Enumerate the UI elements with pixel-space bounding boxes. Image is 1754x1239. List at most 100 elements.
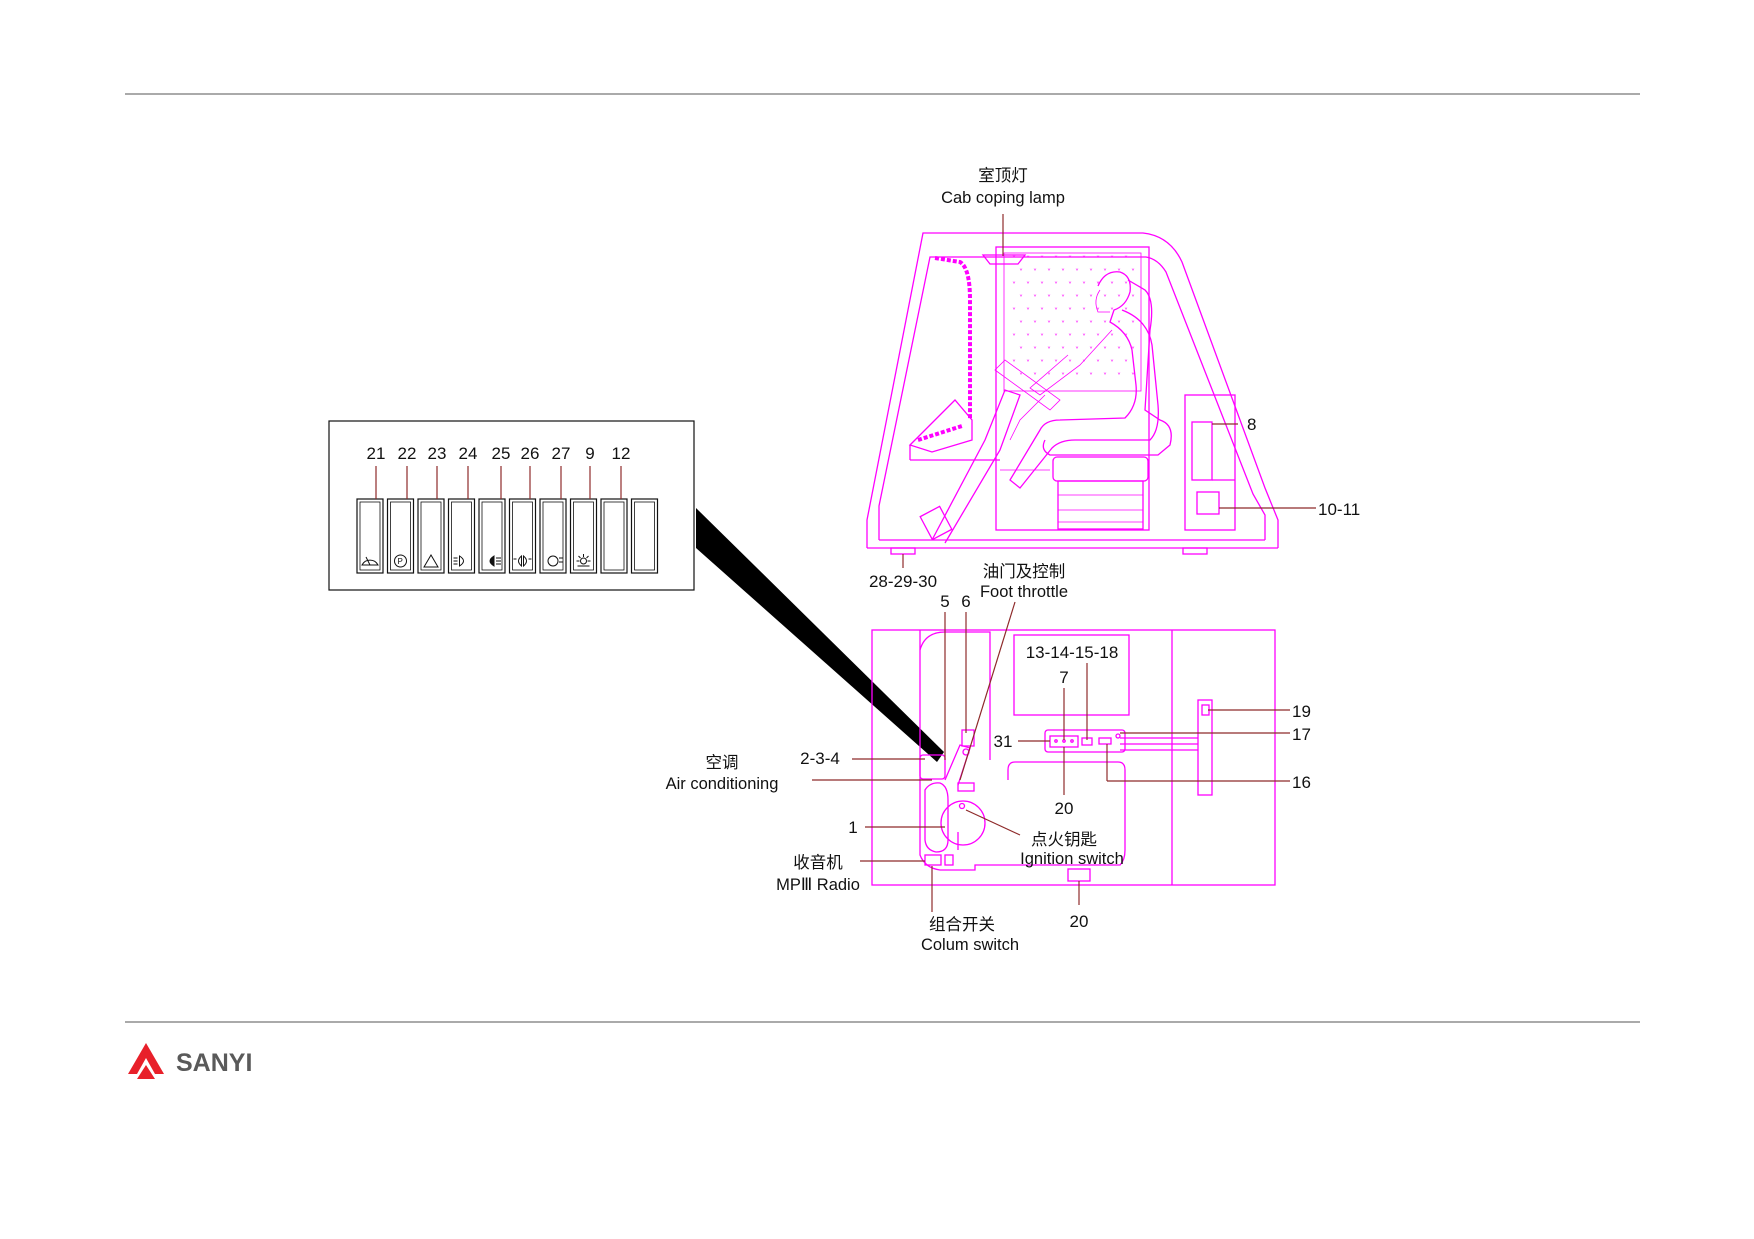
seat-dot: ˅ bbox=[1089, 346, 1093, 355]
seat-dot: ˅ bbox=[1103, 346, 1107, 355]
seat-dot: ˅ bbox=[1019, 346, 1023, 355]
ignition-cn: 点火钥匙 bbox=[1031, 830, 1097, 849]
foot-throttle-en: Foot throttle bbox=[980, 583, 1068, 601]
seat-dot: ˅ bbox=[1082, 307, 1086, 316]
label-13-14-15-18: 13-14-15-18 bbox=[1026, 643, 1119, 662]
label-1: 1 bbox=[848, 818, 857, 837]
seat-dot: ˅ bbox=[1054, 281, 1058, 290]
seat-dot: ˅ bbox=[1054, 307, 1058, 316]
seat-dot: ˅ bbox=[1103, 320, 1107, 329]
label-6: 6 bbox=[961, 592, 970, 611]
seat-dot: ˅ bbox=[1019, 372, 1023, 381]
seat-dot: ˅ bbox=[1012, 333, 1016, 342]
seat-dot: ˅ bbox=[1047, 294, 1051, 303]
switch-slot bbox=[417, 498, 445, 574]
seat-dot: ˅ bbox=[1019, 294, 1023, 303]
seat-dot: ˅ bbox=[1124, 359, 1128, 368]
label-16: 16 bbox=[1292, 773, 1311, 792]
headlamp-icon bbox=[453, 555, 464, 567]
seat-dot: ˅ bbox=[1110, 307, 1114, 316]
label-7: 7 bbox=[1059, 668, 1068, 687]
switch-number: 21 bbox=[367, 444, 386, 463]
seat-dot: ˅ bbox=[1026, 307, 1030, 316]
seat-dot: ˅ bbox=[1089, 372, 1093, 381]
seat-dot: ˅ bbox=[1075, 294, 1079, 303]
foot-throttle-cn: 油门及控制 bbox=[983, 562, 1066, 581]
seat-dot: ˅ bbox=[1026, 333, 1030, 342]
switch-slot bbox=[356, 498, 384, 574]
seat-dot: ˅ bbox=[1033, 294, 1037, 303]
seat-dot: ˅ bbox=[1068, 307, 1072, 316]
switch-number: 22 bbox=[398, 444, 417, 463]
seat-dot: ˅ bbox=[1019, 268, 1023, 277]
seat-dot: ˅ bbox=[1131, 320, 1135, 329]
seat-dot: ˅ bbox=[1124, 281, 1128, 290]
seat-dot: ˅ bbox=[1047, 346, 1051, 355]
seat-dot: ˅ bbox=[1068, 359, 1072, 368]
seat-dot: ˅ bbox=[1131, 268, 1135, 277]
switch-number: 9 bbox=[585, 444, 594, 463]
seat-dot: ˅ bbox=[1054, 255, 1058, 264]
seat-dot: ˅ bbox=[1089, 320, 1093, 329]
seat-dot: ˅ bbox=[1054, 359, 1058, 368]
seat-dot: ˅ bbox=[1040, 255, 1044, 264]
cab-top-view bbox=[812, 601, 1290, 912]
seat-dot: ˅ bbox=[1110, 333, 1114, 342]
seat-dot: ˅ bbox=[1047, 268, 1051, 277]
switch-slot bbox=[539, 498, 567, 574]
seat-dot: ˅ bbox=[1103, 294, 1107, 303]
switch-number: 23 bbox=[428, 444, 447, 463]
zoom-wedge bbox=[696, 508, 944, 762]
switch-slot bbox=[600, 498, 628, 574]
seat-dot: ˅ bbox=[1117, 346, 1121, 355]
seat-dot: ˅ bbox=[1040, 281, 1044, 290]
label-17: 17 bbox=[1292, 725, 1311, 744]
label-20-center: 20 bbox=[1055, 799, 1074, 818]
work-light-icon bbox=[576, 554, 591, 567]
label-5: 5 bbox=[940, 592, 949, 611]
seat-dot: ˅ bbox=[1040, 307, 1044, 316]
seat-dot: ˅ bbox=[1096, 333, 1100, 342]
seat-dot: ˅ bbox=[1110, 255, 1114, 264]
wiper-icon bbox=[361, 556, 379, 566]
sanyi-logo-mark bbox=[128, 1043, 164, 1079]
seat-dot: ˅ bbox=[1026, 359, 1030, 368]
air-conditioning-cn: 空调 bbox=[706, 753, 739, 772]
seat-dot: ˅ bbox=[1124, 333, 1128, 342]
seat-dot: ˅ bbox=[1096, 359, 1100, 368]
seat-dot: ˅ bbox=[1061, 346, 1065, 355]
seat-dot: ˅ bbox=[1103, 268, 1107, 277]
seat-dot: ˅ bbox=[1047, 320, 1051, 329]
seat-dot: ˅ bbox=[1124, 255, 1128, 264]
seat-dot: ˅ bbox=[1075, 268, 1079, 277]
switch-number: 27 bbox=[552, 444, 571, 463]
switch-slot bbox=[508, 498, 537, 574]
label-2-3-4: 2-3-4 bbox=[800, 749, 840, 768]
seat-dot: ˅ bbox=[1082, 333, 1086, 342]
seat-dot: ˅ bbox=[1061, 294, 1065, 303]
seat-dot: ˅ bbox=[1117, 294, 1121, 303]
hazard-icon bbox=[423, 554, 439, 568]
switch-number: 25 bbox=[492, 444, 511, 463]
seat-dot: ˅ bbox=[1082, 281, 1086, 290]
svg-text:P: P bbox=[398, 557, 403, 566]
seat-dot: ˅ bbox=[1131, 372, 1135, 381]
seat-dot: ˅ bbox=[1012, 359, 1016, 368]
seat-dot: ˅ bbox=[1012, 255, 1016, 264]
seat-dot: ˅ bbox=[1075, 346, 1079, 355]
column-switch-en: Colum switch bbox=[921, 936, 1019, 954]
seat-dot: ˅ bbox=[1110, 281, 1114, 290]
switch-number: 12 bbox=[612, 444, 631, 463]
seat-dot: ˅ bbox=[1040, 359, 1044, 368]
seat-dot: ˅ bbox=[1033, 320, 1037, 329]
seat-dot: ˅ bbox=[1117, 320, 1121, 329]
rear-fog-icon bbox=[547, 555, 563, 567]
seat-dot: ˅ bbox=[1110, 359, 1114, 368]
seat-dot: ˅ bbox=[1026, 255, 1030, 264]
seat-dot: ˅ bbox=[1082, 255, 1086, 264]
radio-cn: 收音机 bbox=[793, 853, 843, 872]
switch-slot: P bbox=[386, 498, 415, 574]
